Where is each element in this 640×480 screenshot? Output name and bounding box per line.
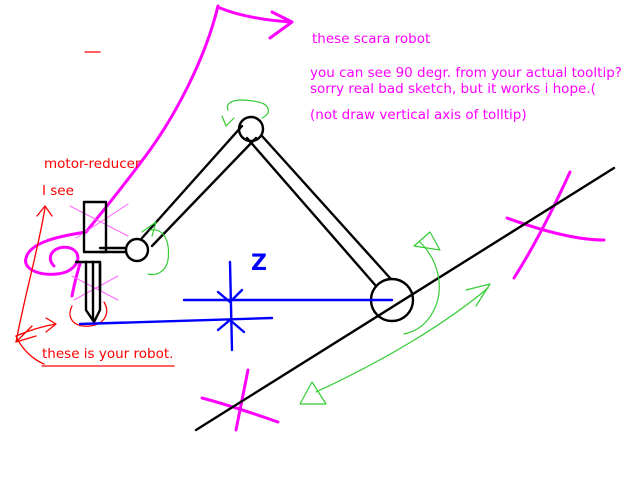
red-tool-scribble bbox=[69, 301, 108, 327]
base-line bbox=[194, 166, 616, 432]
green-rotation-arrows bbox=[141, 99, 491, 405]
explain-note-line3: (not draw vertical axis of tolltip) bbox=[310, 107, 527, 123]
blue-axes bbox=[78, 260, 394, 352]
cross-mark-left bbox=[200, 368, 280, 432]
z-arrow-bottom bbox=[216, 318, 246, 334]
explain-note-line1: you can see 90 degr. from your actual to… bbox=[310, 65, 622, 81]
swirl-tail bbox=[70, 262, 82, 298]
base-arrow-head-top bbox=[413, 231, 441, 251]
elbow-joint bbox=[237, 115, 265, 143]
lower-horizontal bbox=[78, 316, 274, 326]
swing-arrow-head-right bbox=[465, 283, 491, 307]
wrist-rotation-arrow bbox=[147, 229, 170, 276]
scara-title-note: these scara robot bbox=[312, 31, 431, 47]
tool-shaft bbox=[84, 260, 102, 324]
base-rotation-arc bbox=[403, 241, 440, 335]
cross-mark-right bbox=[505, 170, 606, 280]
base-swing-arrow bbox=[315, 287, 489, 393]
robot-structure bbox=[74, 115, 616, 432]
swing-arrow-head-left bbox=[299, 381, 327, 405]
arm-link-1-edge-a bbox=[140, 124, 244, 240]
red-arrow-head-bottom bbox=[15, 325, 37, 343]
motor-swirl bbox=[24, 230, 88, 276]
red-arrow-head-top bbox=[36, 205, 53, 217]
red-strokes bbox=[15, 51, 175, 367]
wrist-joint bbox=[124, 237, 150, 263]
red-vertical-bracket bbox=[15, 207, 46, 343]
red-arrow-to-tool bbox=[15, 317, 57, 337]
your-robot-note: these is your robot. bbox=[42, 346, 174, 362]
z-axis-line bbox=[228, 260, 234, 352]
elbow-rotation-arrow bbox=[226, 99, 269, 119]
arm-link-1-edge-b bbox=[150, 136, 258, 248]
z-axis-label: Z bbox=[251, 251, 267, 276]
elbow-arrow-head bbox=[221, 115, 235, 127]
explain-note-line2: sorry real bad sketch, but it works i ho… bbox=[310, 81, 596, 97]
arm-link-2-edge-a bbox=[245, 136, 378, 288]
wrist-arrow-head bbox=[141, 221, 157, 237]
i-see-note: I see bbox=[42, 183, 74, 199]
red-bracket-right bbox=[15, 335, 45, 365]
motor-body bbox=[82, 200, 108, 254]
z-arrow-top bbox=[216, 288, 244, 304]
arm-link-2-edge-b bbox=[260, 134, 392, 280]
title-arrow bbox=[218, 6, 294, 40]
motor-reducer-note: motor-reducer bbox=[44, 156, 141, 172]
